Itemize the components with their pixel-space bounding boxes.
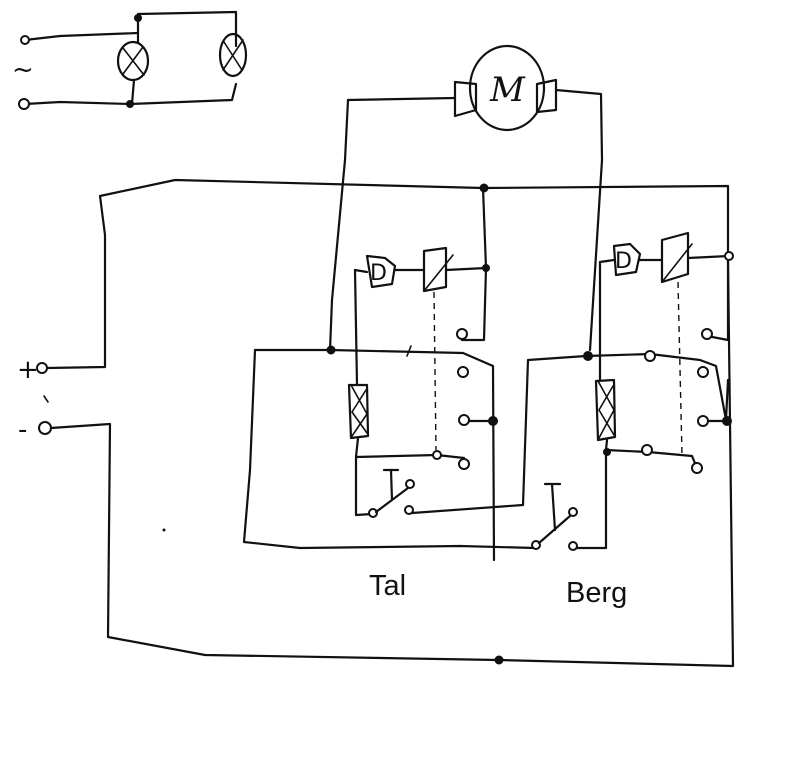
dc-supply: + -: [17, 178, 735, 668]
contact-right-2: [697, 366, 709, 378]
ac-terminal-top: [20, 35, 30, 45]
relay-d-left-icon: D: [365, 254, 397, 289]
section-berg: D Berg: [494, 158, 734, 665]
contact-left-3: [458, 458, 470, 470]
dc-plus-symbol: +: [17, 355, 39, 385]
label-berg: Berg: [566, 577, 627, 609]
lamp-1-icon: [116, 40, 150, 82]
label-tal: Tal: [369, 570, 406, 602]
diode-right-icon: [594, 378, 617, 442]
section-tal: D Tal: [242, 98, 588, 602]
pushbutton-left-icon: [368, 354, 588, 518]
contact-left-2: [458, 414, 470, 426]
contact-right-3: [697, 415, 709, 427]
lamp-circuit: ~: [12, 10, 248, 110]
relay-d-right-icon: D: [612, 242, 642, 277]
diode-left-icon: [347, 383, 370, 440]
contact-right-5: [691, 462, 703, 474]
contact-right-1: [644, 350, 656, 362]
dc-minus-terminal: [38, 421, 52, 435]
relay-letter-right: D: [615, 249, 632, 274]
coil-left-icon: [422, 246, 454, 293]
coil-right-icon: [660, 231, 693, 284]
ac-symbol: ~: [12, 55, 34, 85]
motor-icon: M: [346, 44, 604, 162]
relay-letter-left: D: [370, 261, 387, 286]
lamp-2-icon: [218, 32, 248, 78]
pushbutton-right-icon: [531, 482, 578, 551]
dc-plus-terminal: [36, 362, 48, 374]
motor-letter: M: [489, 70, 526, 110]
ac-terminal-bottom: [18, 98, 30, 110]
contact-left-1: [457, 366, 469, 378]
dc-minus-symbol: -: [18, 415, 27, 445]
contact-right-4: [641, 444, 653, 456]
